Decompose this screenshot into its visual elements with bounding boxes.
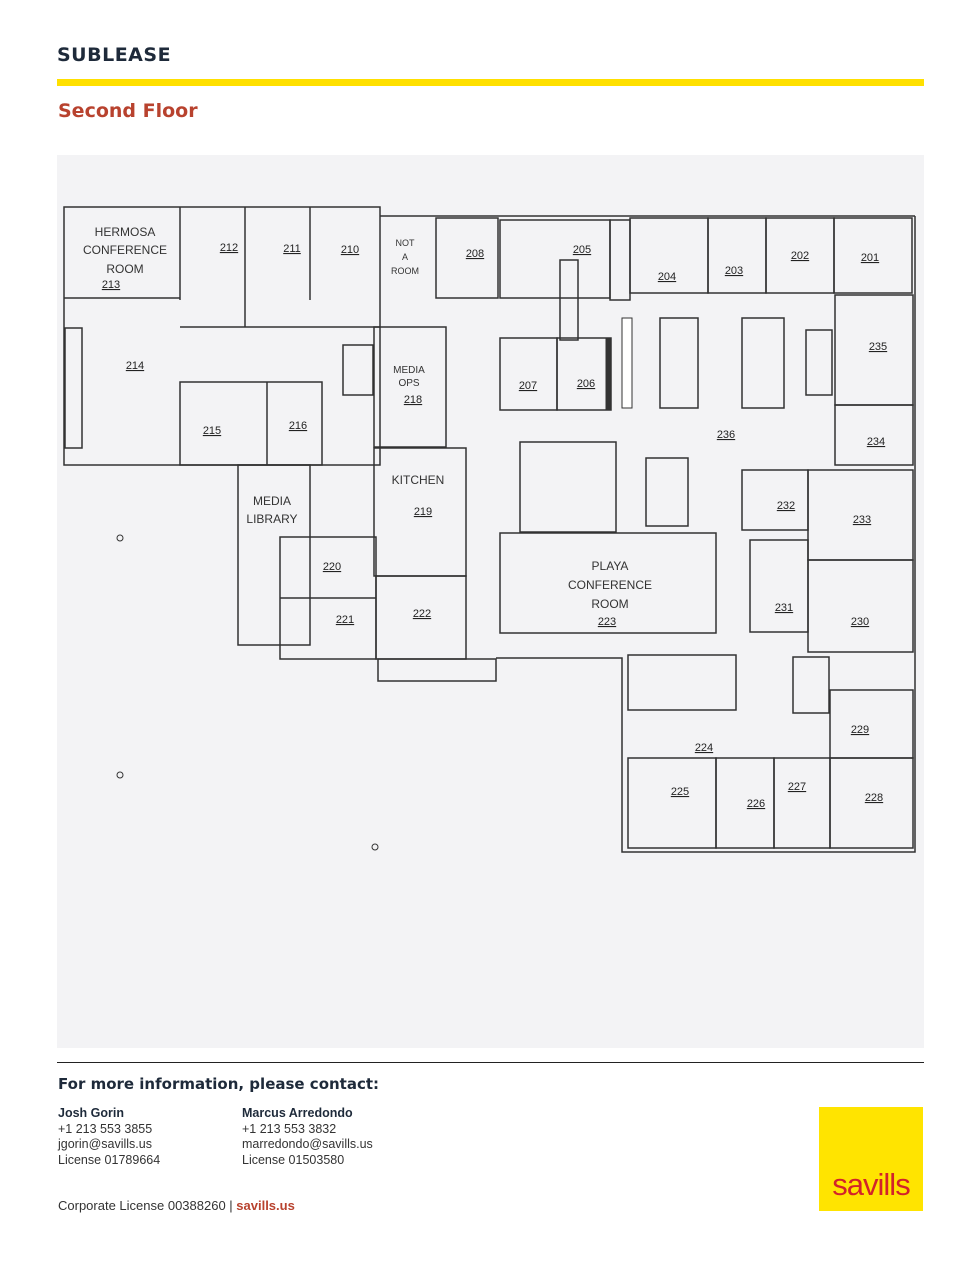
room-number: 227 <box>788 781 806 793</box>
playa-label-3: ROOM <box>591 597 628 611</box>
logo-text: savills <box>832 1167 910 1202</box>
room-number: 233 <box>853 514 871 526</box>
contact-email[interactable]: marredondo@savills.us <box>242 1137 373 1151</box>
room-number: 222 <box>413 608 431 620</box>
media-library-label-2: LIBRARY <box>246 512 297 526</box>
contact-name: Marcus Arredondo <box>242 1106 353 1120</box>
not-room-label-2: A <box>402 252 408 262</box>
room-number: 205 <box>573 244 591 256</box>
contact-name: Josh Gorin <box>58 1106 124 1120</box>
hermosa-label-3: ROOM <box>106 262 143 276</box>
room-number: 208 <box>466 248 484 260</box>
media-ops-label-2: OPS <box>398 378 419 389</box>
room-number: 229 <box>851 724 869 736</box>
playa-label-1: PLAYA <box>592 559 629 573</box>
room-number: 220 <box>323 561 341 573</box>
floor-plan: HERMOSA CONFERENCE ROOM NOT A ROOM MEDIA… <box>63 206 916 853</box>
contact-license: License 01789664 <box>58 1152 161 1167</box>
room-number: 204 <box>658 271 676 283</box>
room-number: 215 <box>203 425 221 437</box>
contact-card: Josh Gorin +1 213 553 3855 jgorin@savill… <box>58 1106 160 1168</box>
room-number: 201 <box>861 252 879 264</box>
footer-divider <box>57 1062 924 1063</box>
room-number: 226 <box>747 798 765 810</box>
accent-bar <box>57 79 924 86</box>
not-room-label-3: ROOM <box>391 266 419 276</box>
room-number: 213 <box>102 279 120 291</box>
contact-card: Marcus Arredondo +1 213 553 3832 marredo… <box>242 1106 373 1168</box>
contact-license: License 01503580 <box>242 1152 345 1167</box>
floor-plan-background <box>57 155 924 1048</box>
room-number: 232 <box>777 500 795 512</box>
contact-heading: For more information, please contact: <box>58 1075 380 1093</box>
savills-logo: savills <box>819 1107 923 1211</box>
kitchen-label: KITCHEN <box>392 473 445 487</box>
room-number: 223 <box>598 616 616 628</box>
room-number: 230 <box>851 616 869 628</box>
room-number: 206 <box>577 378 595 390</box>
room-number: 216 <box>289 420 307 432</box>
room-number: 207 <box>519 380 537 392</box>
corporate-license-text: Corporate License 00388260 | <box>58 1198 237 1213</box>
hermosa-label-1: HERMOSA <box>95 225 156 239</box>
playa-label-2: CONFERENCE <box>568 578 652 592</box>
corporate-license: Corporate License 00388260 | savills.us <box>58 1198 295 1213</box>
hermosa-label-2: CONFERENCE <box>83 243 167 257</box>
media-library-label-1: MEDIA <box>253 494 291 508</box>
contact-email[interactable]: jgorin@savills.us <box>58 1137 152 1151</box>
website-link[interactable]: savills.us <box>236 1198 295 1213</box>
room-number: 211 <box>283 243 301 255</box>
media-ops-label-1: MEDIA <box>393 365 425 376</box>
room-number: 231 <box>775 602 793 614</box>
room-number: 228 <box>865 792 883 804</box>
room-number: 214 <box>126 360 144 372</box>
room-number: 224 <box>695 742 713 754</box>
not-room-label-1: NOT <box>396 238 416 248</box>
room-number: 203 <box>725 265 743 277</box>
room-number: 236 <box>717 429 735 441</box>
contact-phone[interactable]: +1 213 553 3832 <box>242 1121 337 1136</box>
room-number: 202 <box>791 250 809 262</box>
contact-phone[interactable]: +1 213 553 3855 <box>58 1121 153 1136</box>
room-number: 221 <box>336 614 354 626</box>
room-number: 212 <box>220 242 238 254</box>
room-number: 210 <box>341 244 359 256</box>
room-number: 234 <box>867 436 885 448</box>
room-number: 218 <box>404 394 422 406</box>
room-number: 225 <box>671 786 689 798</box>
floor-subtitle: Second Floor <box>58 100 198 122</box>
page-title: SUBLEASE <box>57 44 172 66</box>
room-number: 235 <box>869 341 887 353</box>
room-number: 219 <box>414 506 432 518</box>
